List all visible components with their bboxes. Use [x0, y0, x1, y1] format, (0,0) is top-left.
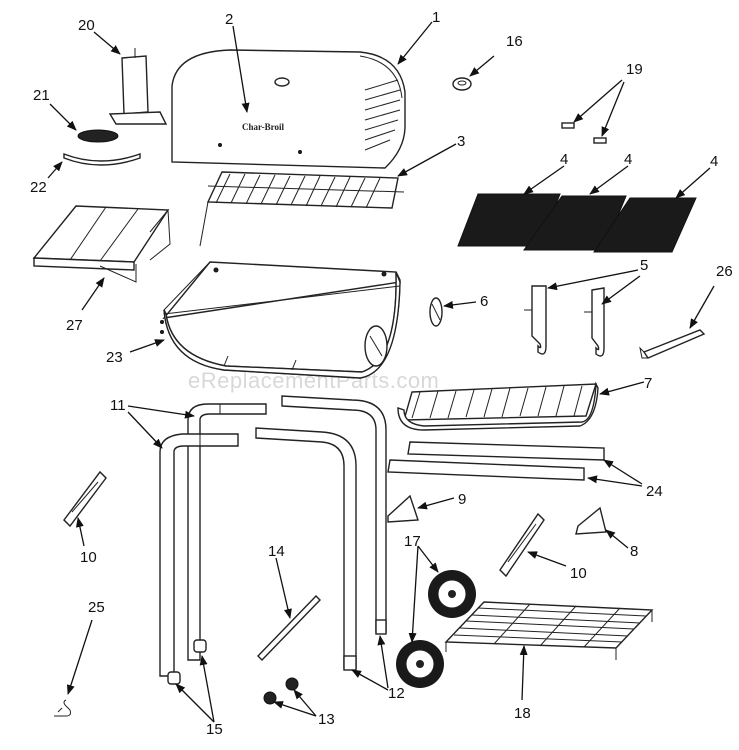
- callout-25: 25: [88, 599, 105, 616]
- vent-cap-part-16: [452, 77, 472, 91]
- callout-17: 17: [404, 533, 421, 550]
- leg-caps-part-12: [343, 619, 387, 671]
- callout-21: 21: [33, 87, 50, 104]
- callout-1: 1: [432, 9, 440, 26]
- firebox-part-23: [160, 261, 401, 379]
- callout-4-c: 4: [710, 153, 718, 170]
- callout-24: 24: [646, 483, 663, 500]
- callout-13: 13: [318, 711, 335, 728]
- bracket-part-20: [108, 48, 168, 125]
- callout-16: 16: [506, 33, 523, 50]
- shelf-boards-part-24: [387, 441, 605, 481]
- callout-2: 2: [225, 11, 233, 28]
- callout-labels: 1 2 3 4 4 4 5 6 7 8 9 10 10 11 12 13 14 …: [30, 9, 733, 738]
- side-shelf-part-27: [32, 205, 171, 283]
- callout-7: 7: [644, 375, 652, 392]
- callout-27: 27: [66, 317, 83, 334]
- callout-26: 26: [716, 263, 733, 280]
- bracket-part-9: [387, 494, 419, 523]
- wheel-lower: [396, 640, 444, 688]
- callout-12: 12: [388, 685, 405, 702]
- leader-lines: [47, 21, 715, 723]
- callout-22: 22: [30, 179, 47, 196]
- callout-4-a: 4: [560, 151, 568, 168]
- axle-caps-part-13: [263, 677, 299, 705]
- leg-frames-part-11: [159, 395, 387, 677]
- wire-shelf-part-18: [444, 601, 654, 660]
- ash-tool-part-26: [639, 329, 706, 359]
- callout-4-b: 4: [624, 151, 632, 168]
- callout-3: 3: [457, 133, 465, 150]
- callout-10-b: 10: [570, 565, 587, 582]
- hardware-part-19: [561, 122, 607, 144]
- callout-11: 11: [110, 397, 126, 414]
- callout-9: 9: [458, 491, 466, 508]
- lid-vents: [364, 79, 401, 151]
- leg-feet-part-15: [167, 639, 207, 685]
- brand-logo: Char-Broil: [242, 122, 284, 132]
- lid-vent-hole: [274, 77, 290, 87]
- charcoal-pan-part-7: [397, 381, 599, 431]
- hangers-part-5: [524, 285, 605, 357]
- callout-10-a: 10: [80, 549, 97, 566]
- hook-part-25: [54, 699, 71, 717]
- bracket-part-8: [575, 506, 607, 535]
- brackets-part-10: [63, 470, 545, 578]
- handle-rod-part-22: [63, 152, 141, 166]
- damper-part-6: [429, 297, 443, 327]
- callout-19: 19: [626, 61, 643, 78]
- callout-15: 15: [206, 721, 223, 738]
- axle-part-14: [257, 595, 321, 661]
- lid-part: Char-Broil: [171, 49, 406, 169]
- callout-20: 20: [78, 17, 95, 34]
- wheel-upper: [428, 570, 476, 618]
- warming-rack-part-3: [199, 171, 405, 247]
- cooking-grates-part-4: [457, 193, 697, 253]
- wheels-part-17: [396, 570, 476, 688]
- callout-6: 6: [480, 293, 488, 310]
- callout-8: 8: [630, 543, 638, 560]
- callout-14: 14: [268, 543, 285, 560]
- handle-grip-part-21: [77, 129, 119, 143]
- callout-5: 5: [640, 257, 648, 274]
- callout-18: 18: [514, 705, 531, 722]
- callout-23: 23: [106, 349, 123, 366]
